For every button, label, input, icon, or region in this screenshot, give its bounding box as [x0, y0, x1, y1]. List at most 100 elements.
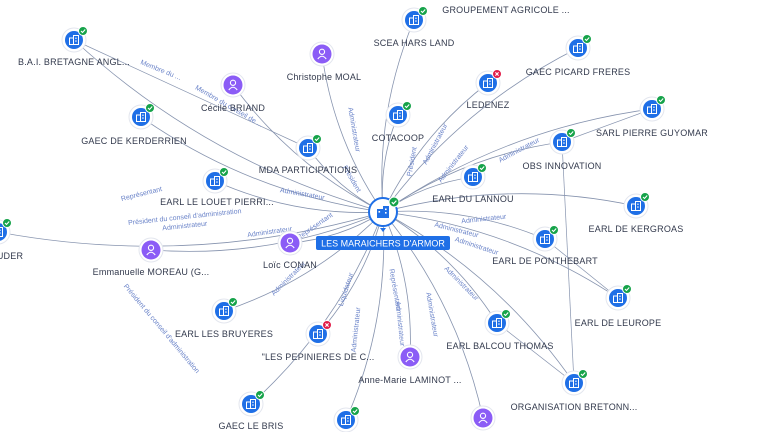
- building-icon: [313, 329, 323, 339]
- node-earlponthebart[interactable]: EARL DE PONTHEBART: [492, 225, 598, 267]
- node-label: EARL DE KERGROAS: [589, 224, 684, 234]
- node-obs[interactable]: OBS INNOVATION: [523, 128, 602, 172]
- edge-label-bai: Membre du ...: [139, 59, 182, 82]
- node-gaeclebris[interactable]: GAEC LE BRIS: [219, 390, 284, 432]
- edges-layer: [0, 19, 653, 421]
- status-active-icon: [78, 26, 88, 36]
- node-bottom1[interactable]: [333, 406, 360, 432]
- status-active-icon: [2, 218, 12, 228]
- status-active-icon: [656, 95, 666, 105]
- status-active-icon: [501, 309, 511, 319]
- node-gaeckerderrien[interactable]: GAEC DE KERDERRIEN: [81, 103, 187, 147]
- node-sarlpierre[interactable]: SARL PIERRE GUYOMAR: [596, 95, 708, 139]
- node-gaecpicard[interactable]: GAEC PICARD FRERES: [526, 34, 631, 78]
- edge-earleurope-earlponthebart: [544, 238, 619, 299]
- node-earleurope[interactable]: EARL DE LEUROPE: [575, 284, 662, 329]
- node-cotacoop[interactable]: COTACOOP: [372, 101, 424, 144]
- node-ledenez[interactable]: LEDENEZ: [467, 69, 510, 111]
- edge-label-christophe: Administrateur: [346, 107, 361, 153]
- center-node[interactable]: LES MARAICHERS D'ARMOR: [316, 196, 450, 250]
- edge-earlbalcou: [382, 211, 498, 324]
- node-label: Christophe MOAL: [287, 72, 362, 82]
- building-icon: [647, 104, 657, 114]
- building-icon: [483, 78, 493, 88]
- edge-label-gaeckerderrien: Représentant: [120, 186, 163, 203]
- person-icon: [228, 79, 238, 91]
- building-icon: [540, 234, 550, 244]
- nodes-layer: B.A.I. BRETAGNE ANGL... GROUPEMENT AGRICO…: [0, 5, 708, 432]
- status-active-icon: [312, 134, 322, 144]
- node-label: GAEC LE BRIS: [219, 421, 284, 431]
- edge-label-earleurope: Administrateur: [454, 236, 500, 257]
- node-cecile[interactable]: Cécile BRIAND: [201, 72, 265, 113]
- edge-ledenez: [382, 82, 489, 213]
- node-label: EARL LE LOUET PIERRI...: [160, 197, 274, 207]
- node-label: EARL DE LEUROPE: [575, 318, 662, 328]
- node-earlbruyeres[interactable]: EARL LES BRUYERES: [175, 297, 273, 340]
- status-active-icon: [622, 284, 632, 294]
- status-active-icon: [477, 163, 487, 173]
- status-closed-icon: [322, 320, 332, 330]
- building-icon: [210, 176, 220, 186]
- node-uder[interactable]: UDER: [0, 218, 23, 262]
- node-emmanuelle[interactable]: Emmanuelle MOREAU (G...: [93, 237, 210, 277]
- node-label: SARL PIERRE GUYOMAR: [596, 128, 708, 138]
- building-icon: [341, 415, 351, 425]
- edge-gaecpicard: [382, 47, 579, 213]
- node-pepinieres[interactable]: "LES PEPINIERES DE C...: [262, 320, 375, 363]
- node-bottom2[interactable]: [470, 405, 496, 431]
- edge-label-earlbalcou: Administrateur: [443, 266, 480, 303]
- node-label: Loïc CONAN: [263, 260, 317, 270]
- person-icon: [285, 237, 295, 249]
- node-label: OBS INNOVATION: [523, 161, 602, 171]
- building-icon: [246, 399, 256, 409]
- edge-christophe: [321, 53, 384, 213]
- node-label: UDER: [0, 251, 23, 261]
- center-pointer: [380, 228, 386, 232]
- node-label: SCEA HARS LAND: [374, 38, 455, 48]
- edge-emmanuelle: [150, 211, 384, 252]
- person-icon: [405, 351, 415, 363]
- status-closed-icon: [492, 69, 502, 79]
- node-label: B.A.I. BRETAGNE ANGL...: [18, 57, 130, 67]
- edge-gaeckerderrien: [140, 116, 384, 213]
- building-icon: [0, 227, 3, 237]
- node-scea[interactable]: SCEA HARS LAND: [374, 6, 455, 49]
- status-active-icon: [145, 103, 155, 113]
- edge-bai-mda: [73, 39, 309, 149]
- building-icon: [377, 206, 389, 218]
- node-mda[interactable]: MDA PARTICIPATIONS: [259, 134, 357, 176]
- status-active-icon: [228, 297, 238, 307]
- node-bai[interactable]: B.A.I. BRETAGNE ANGL...: [18, 26, 130, 68]
- status-active-icon: [549, 225, 559, 235]
- person-icon: [317, 48, 327, 60]
- node-organisation[interactable]: ORGANISATION BRETONN...: [511, 369, 638, 413]
- building-icon: [613, 293, 623, 303]
- edge-sarlpierre-obs: [561, 108, 653, 143]
- building-icon: [409, 15, 419, 25]
- edge-earlponthebart: [382, 210, 546, 240]
- node-christophe[interactable]: Christophe MOAL: [287, 41, 362, 82]
- node-earlbalcou[interactable]: EARL BALCOU THOMAS: [446, 309, 553, 352]
- edge-label-uder_b: Administrateur: [162, 221, 208, 233]
- edge-bai: [73, 39, 384, 213]
- edge-label-annemarie_b: Administrateur: [394, 301, 406, 347]
- center-label-box[interactable]: [316, 236, 450, 250]
- building-icon: [393, 110, 403, 120]
- node-label: GAEC PICARD FRERES: [526, 67, 631, 77]
- node-earllannou[interactable]: EARL DU LANNOU: [432, 163, 514, 205]
- building-icon: [219, 306, 229, 316]
- building-icon: [468, 172, 478, 182]
- building-icon: [569, 378, 579, 388]
- building-icon: [136, 112, 146, 122]
- status-active-icon: [255, 390, 265, 400]
- building-icon: [492, 318, 502, 328]
- node-loic[interactable]: Loïc CONAN: [263, 230, 317, 270]
- node-annemarie[interactable]: Anne-Marie LAMINOT ...: [358, 344, 461, 385]
- node-earlkergroas[interactable]: EARL DE KERGROAS: [589, 192, 684, 235]
- edge-label-organisation: Administrateur: [424, 292, 439, 338]
- node-groupement[interactable]: GROUPEMENT AGRICOLE ...: [442, 5, 569, 15]
- node-earllouet[interactable]: EARL LE LOUET PIERRI...: [160, 167, 274, 208]
- edge-label-earllouet: Administrateur: [279, 187, 325, 202]
